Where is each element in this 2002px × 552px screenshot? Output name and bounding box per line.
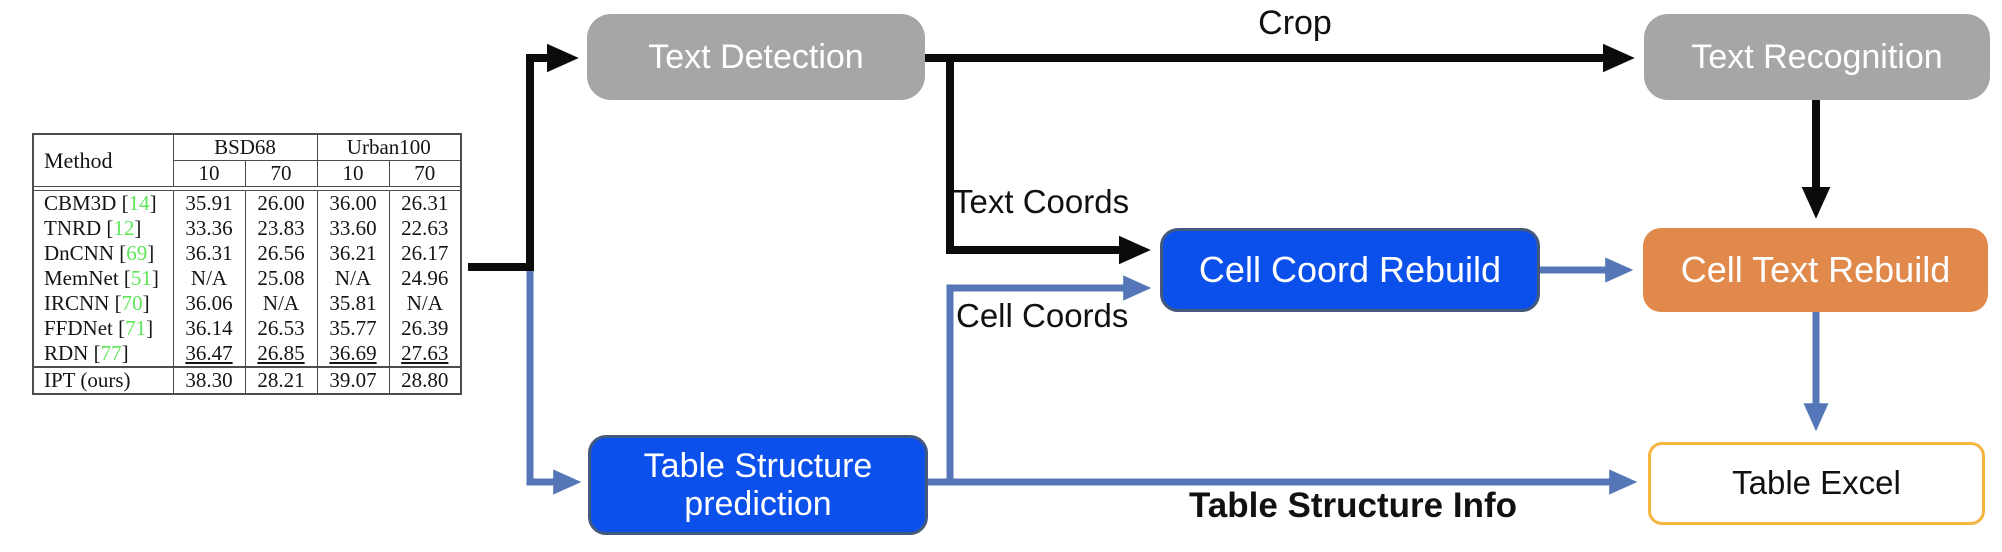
method-cell: FFDNet [71]	[44, 316, 154, 340]
subheader-noise-10: 10	[172, 160, 245, 187]
node-text-recognition: Text Recognition	[1644, 14, 1990, 100]
value-cell: 36.21	[316, 241, 390, 266]
method-cell: TNRD [12]	[44, 216, 142, 240]
col-header-urban100: Urban100	[316, 134, 462, 161]
edge-label-table-structure-info: Table Structure Info	[1189, 486, 1517, 525]
node-text-detection: Text Detection	[587, 14, 925, 100]
value-cell: 26.00	[244, 190, 318, 216]
value-cell: 35.81	[316, 291, 390, 316]
value-cell: 26.85	[244, 341, 318, 367]
value-cell: 27.63	[388, 341, 462, 367]
value-cell: 22.63	[388, 216, 462, 241]
results-table: Method BSD68 Urban100 10 70 10 70 CBM3D …	[32, 133, 463, 395]
value-cell: 28.80	[388, 366, 462, 394]
header-body-divider	[33, 186, 462, 191]
citation-number: 71	[125, 316, 147, 340]
method-cell: IPT (ours)	[33, 366, 173, 394]
value-cell: 38.30	[172, 366, 245, 394]
value-cell: 26.17	[388, 241, 462, 266]
value-cell: N/A	[316, 266, 390, 291]
value-cell: 36.31	[172, 241, 245, 266]
value-cell: N/A	[388, 291, 462, 316]
value-cell: 36.06	[172, 291, 245, 316]
value-cell: N/A	[172, 266, 245, 291]
edge-label-text-coords: Text Coords	[953, 183, 1130, 220]
col-header-bsd68: BSD68	[172, 134, 318, 161]
value-cell: 28.21	[244, 366, 318, 394]
value-cell: 26.53	[244, 316, 318, 341]
method-cell: IRCNN [70]	[44, 291, 150, 315]
value-cell: 35.91	[172, 190, 245, 216]
method-cell: CBM3D [14]	[44, 191, 157, 215]
node-cell-coord-rebuild: Cell Coord Rebuild	[1160, 228, 1540, 312]
citation-number: 69	[126, 241, 148, 265]
citation-number: 12	[113, 216, 135, 240]
arrow-table-to-text-detection	[468, 43, 579, 271]
value-cell: 25.08	[244, 266, 318, 291]
value-cell: 36.00	[316, 190, 390, 216]
value-cell: 33.36	[172, 216, 245, 241]
edge-label-crop: Crop	[1258, 4, 1332, 42]
results-table-header: Method BSD68 Urban100 10 70 10 70	[33, 134, 462, 191]
value-cell: 36.69	[316, 341, 390, 367]
citation-number: 77	[100, 341, 122, 365]
value-cell: 36.14	[172, 316, 245, 341]
method-cell: DnCNN [69]	[44, 241, 155, 265]
value-cell: 39.07	[316, 366, 390, 394]
value-cell: 26.39	[388, 316, 462, 341]
col-header-method: Method	[44, 148, 113, 173]
subheader-noise-70: 70	[244, 160, 318, 187]
citation-number: 14	[128, 191, 150, 215]
method-cell: RDN [77]	[44, 341, 129, 365]
value-cell: 33.60	[316, 216, 390, 241]
value-cell: N/A	[244, 291, 318, 316]
value-cell: 24.96	[388, 266, 462, 291]
citation-number: 70	[121, 291, 143, 315]
node-table-structure-prediction: Table Structure prediction	[588, 435, 928, 535]
arrow-text-coords-to-cell-coord-rebuild	[946, 58, 1151, 265]
edge-label-cell-coords: Cell Coords	[956, 297, 1129, 334]
subheader-noise-10: 10	[316, 160, 390, 187]
arrow-table-to-structure-prediction	[526, 267, 582, 495]
value-cell: 36.47	[172, 341, 245, 367]
value-cell: 26.31	[388, 190, 462, 216]
value-cell: 35.77	[316, 316, 390, 341]
value-cell: 23.83	[244, 216, 318, 241]
method-cell: MemNet [51]	[44, 266, 159, 290]
node-table-excel: Table Excel	[1648, 442, 1985, 525]
citation-number: 51	[130, 266, 152, 290]
value-cell: 26.56	[244, 241, 318, 266]
subheader-noise-70: 70	[388, 160, 462, 187]
node-cell-text-rebuild: Cell Text Rebuild	[1643, 228, 1988, 312]
